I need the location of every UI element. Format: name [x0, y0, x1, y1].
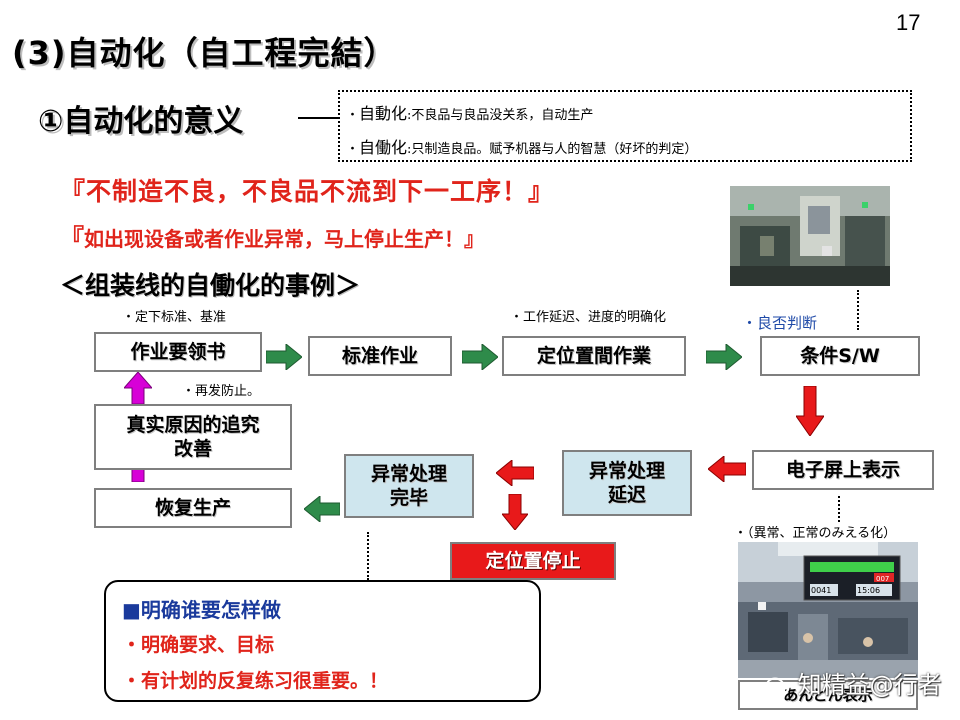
responsibility-item-2: ・有计划的反复练习很重要。！: [122, 670, 389, 692]
andon-value-1: 0041: [811, 586, 831, 595]
arrow-left-2: [496, 460, 534, 486]
box-abnormal-done: 异常处理完毕: [344, 454, 474, 518]
arrow-down-1: [796, 386, 824, 436]
responsibility-heading: ■明确谁要怎样做: [122, 598, 281, 622]
arrow-right-2: [462, 344, 498, 370]
arrow-up-1: [124, 372, 152, 404]
slogan-stop-on-abnormal: 『如出现设备或者作业异常，马上停止生产！』: [60, 223, 484, 252]
definition-automation: ・自動化:不良品与良品没关系，自动生产: [346, 104, 594, 123]
responsibility-item-1: ・明确要求、目标: [122, 634, 275, 656]
box-electronic-display: 电子屏上表示: [752, 450, 934, 490]
responsibility-box: ■明确谁要怎样做 ・明确要求、目标 ・有计划的反复练习很重要。！: [104, 580, 541, 702]
andon-value-3: 007: [876, 575, 889, 583]
note-visible: ・（異常、正常のみえる化）: [734, 526, 897, 541]
box-abnormal-delay: 异常处理延迟: [562, 450, 692, 516]
arrow-right-3: [706, 344, 742, 370]
definition-jidoka: ・自働化:只制造良品。赋予机器与人的智慧（好坏的判定）: [346, 138, 698, 157]
example-title: ＜组装线的自働化的事例＞: [60, 271, 361, 300]
note-judge: ・良否判断: [742, 314, 818, 332]
slogan-no-defects: 『不制造不良，不良品不流到下一工序！』: [60, 177, 555, 206]
box-root-cause: 真实原因的追究改善: [94, 404, 292, 470]
box-work-instruction: 作业要领书: [94, 332, 262, 372]
andon-value-2: 15:06: [857, 586, 880, 595]
andon-photo: 007 0041 15:06: [738, 542, 918, 678]
box-fixed-position-stop: 定位置停止: [450, 542, 616, 580]
arrow-down-2: [502, 494, 528, 530]
factory-photo: [730, 186, 890, 286]
note-prevent: ・再发防止。: [182, 384, 261, 399]
box-standard-work: 标准作业: [308, 336, 452, 376]
arrow-left-3: [304, 496, 340, 522]
note-standard: ・定下标准、基准: [122, 310, 227, 325]
arrow-left-1: [708, 456, 746, 482]
arrow-right-1: [266, 344, 302, 370]
wechat-icon: [766, 677, 790, 694]
connector-bottom-box: [367, 532, 369, 580]
connector-line: [298, 117, 340, 119]
square-bullet-icon: ■: [122, 598, 141, 622]
note-delay: ・工作延迟、进度的明确化: [510, 310, 667, 325]
section-subtitle: ①自动化的意义: [38, 104, 244, 139]
box-resume-production: 恢复生产: [94, 488, 292, 528]
connector-display-photo: [838, 496, 840, 522]
watermark: 知精益@行者: [766, 665, 942, 700]
page-title: (3)自动化（自工程完結）: [12, 34, 397, 72]
page-number: 17: [896, 10, 921, 35]
photo-connector-top: [857, 290, 859, 330]
definition-box: ・自動化:不良品与良品没关系，自动生产 ・自働化:只制造良品。赋予机器与人的智慧…: [338, 90, 912, 162]
box-fixed-position-work: 定位置間作業: [502, 336, 686, 376]
box-condition-sw: 条件S/W: [760, 336, 920, 376]
